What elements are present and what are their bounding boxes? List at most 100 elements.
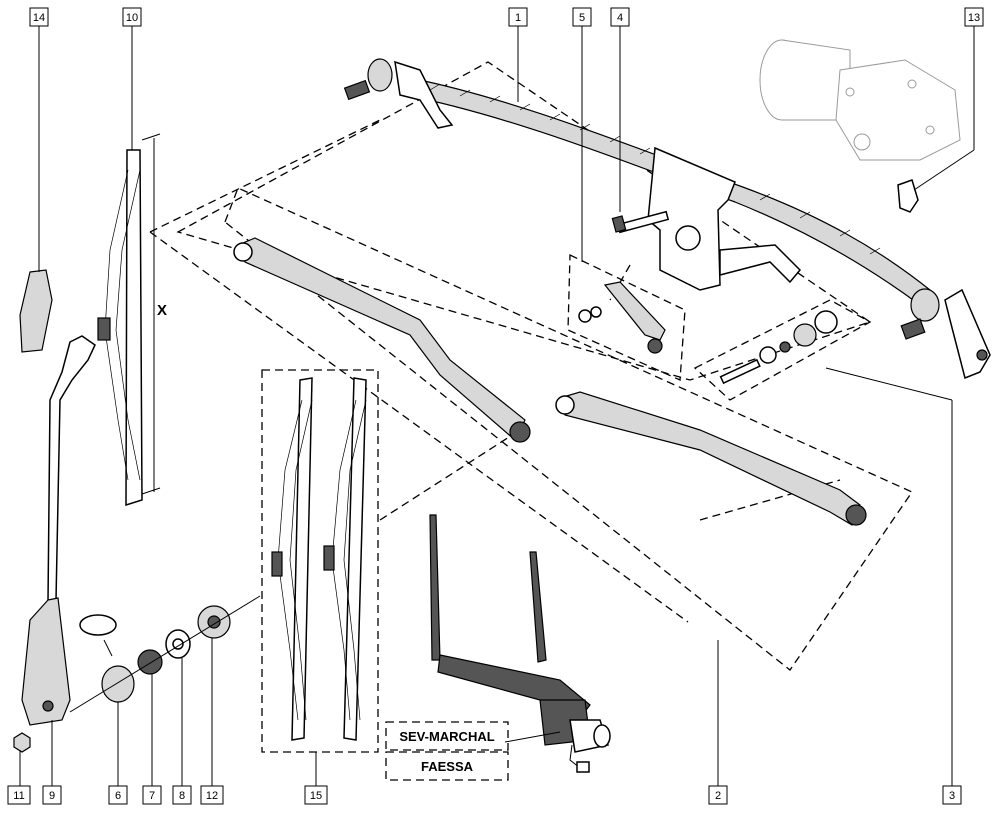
spindle-parts [69,595,261,713]
bracket-foot [719,244,802,284]
left-pivot-housing [394,60,454,129]
svg-text:2: 2 [715,790,721,802]
wiper-arm-9 [21,335,96,726]
svg-text:1: 1 [515,12,521,24]
small-bracket-nut [578,309,592,323]
wiper-motor [759,39,961,161]
arm-9-head [21,597,71,726]
svg-text:11: 11 [13,790,24,802]
callout-3: 3 [942,785,962,805]
right-pivot-shaft [900,318,926,340]
left-pivot-spindle [367,58,393,92]
callout-5: 5 [572,7,592,27]
crank-ring [814,310,838,334]
callout-12: 12 [200,785,224,805]
main-rod-assembly [343,58,991,380]
svg-text:6: 6 [115,790,121,802]
motor-bolt-2 [907,79,917,89]
leader-3b [825,367,953,401]
bracket-hole [675,225,701,251]
brand-label-sev-marchal: SEV-MARCHAL [399,729,494,744]
blade-15-left [291,377,313,741]
blade-15-right [343,377,367,741]
callout-11: 11 [7,785,31,805]
callout-9: 9 [42,785,62,805]
clip-13 [897,179,919,213]
spindle-axis [69,595,261,713]
linkage-rods [233,237,867,526]
svg-text:10: 10 [126,12,138,24]
svg-text:7: 7 [149,790,155,802]
bolt-4-head [611,215,627,233]
svg-text:13: 13 [968,12,980,24]
right-pivot-spindle [910,288,940,322]
sketch-right-blade [529,551,547,663]
outline-link-b [379,429,521,521]
outline-bracket-group [567,253,686,381]
small-bracket-washer [590,306,602,318]
brand-labels: SEV-MARCHAL FAESSA [385,721,509,781]
svg-text:4: 4 [617,12,623,24]
nut-7 [137,649,163,675]
assembly-outlines [149,61,913,753]
svg-text:3: 3 [949,790,955,802]
motor-gearbox [835,59,961,161]
svg-text:14: 14 [33,12,45,24]
outline-link-a [149,231,689,623]
arm-9-spring-rod [47,335,96,603]
left-rod-eye-top [233,242,253,262]
blade-15-left-clip [271,551,283,577]
left-linkage-rod [237,237,526,441]
motor-output-shaft [853,133,871,151]
callout-10: 10 [122,7,142,27]
callout-4: 4 [610,7,630,27]
outline-blade-kit [261,369,379,753]
grommet-12-hole [207,615,221,629]
svg-text:8: 8 [179,790,185,802]
svg-text:5: 5 [579,12,585,24]
nut-11 [13,732,31,753]
sketch-connector [576,761,590,773]
motor-mounting-bracket [647,146,736,291]
dimension-x-label: X [157,302,167,319]
callout-1: 1 [508,7,528,27]
crank-spacer [779,341,791,353]
outline-motor-nut-group [693,299,872,401]
callout-leaders [19,26,975,786]
bolt-4 [611,210,670,234]
callout-8: 8 [172,785,192,805]
left-pivot-shaft [343,79,371,101]
wiper-blade-10: X [97,133,167,507]
motor-bolt-3 [925,125,935,135]
brand-box-sev-marchal [385,721,509,751]
callout-14: 14 [29,7,49,27]
outline-linkage-group [224,187,913,671]
washer-8-hole [172,638,184,650]
crank-bush [793,323,817,347]
blade-10-clip [97,317,111,341]
blade-15-right-clip [323,545,335,571]
left-rod-eye-bottom [509,421,531,443]
right-crank-pin [976,349,988,361]
callout-2: 2 [708,785,728,805]
right-rod-eye-bottom [845,504,867,526]
crank-nut-set [719,310,838,385]
leader-13b [913,149,975,191]
right-crank-arm [944,288,991,380]
callout-boxes: 14 10 1 5 4 13 11 9 [7,7,984,805]
blade-kit-15 [271,377,367,741]
right-linkage-rod [559,391,861,526]
small-bracket [603,281,666,341]
sketch-left-blade [429,514,441,661]
svg-text:9: 9 [49,790,55,802]
bushing-6 [101,665,135,703]
brand-box-faessa [385,751,509,781]
small-bracket-bushing [647,338,663,354]
blade-10-frame [125,149,143,507]
cap-arrow [103,639,113,657]
small-bracket-kit [578,281,666,354]
outline-link-c [149,119,381,233]
crank-screw [719,358,761,385]
callout-7: 7 [142,785,162,805]
arm-9-pivot [42,700,54,712]
